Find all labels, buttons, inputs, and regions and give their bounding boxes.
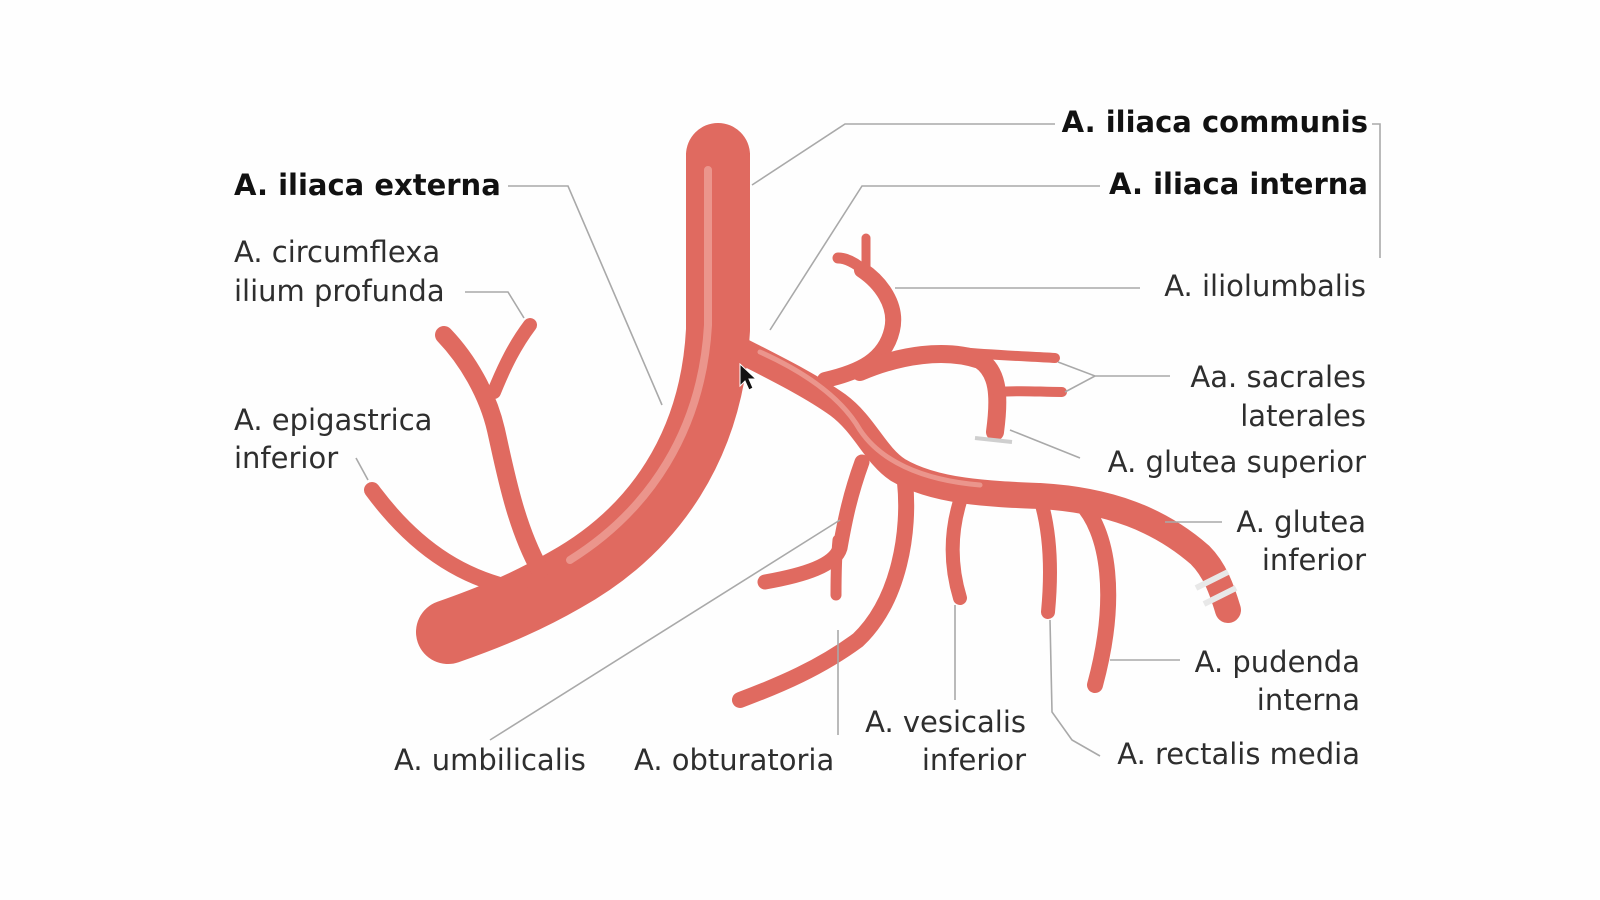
labels: A. iliaca communis A. iliaca interna A. … — [234, 105, 1368, 777]
label-glutea-superior: A. glutea superior — [1108, 445, 1366, 479]
mouse-cursor-icon — [739, 362, 758, 391]
leader-communis-bracket — [1372, 123, 1381, 258]
leader-glutea-superior — [1009, 429, 1081, 459]
label-sacrales-line2: laterales — [1240, 399, 1366, 433]
artery-circumflexa-ilium-profunda — [487, 318, 537, 399]
label-rectalis-media: A. rectalis media — [1117, 737, 1360, 771]
leader-lines — [355, 123, 1381, 757]
label-umbilicalis: A. umbilicalis — [394, 743, 586, 777]
artery-epigastrica-inferior — [435, 326, 549, 579]
artery-pudenda-interna — [1070, 492, 1117, 693]
artery-epigastrica-lower-branch — [364, 482, 528, 598]
artery-highlight-externa — [566, 166, 712, 564]
cut-mark-glutea-superior — [974, 436, 1013, 444]
artery-posterior-trunk — [851, 345, 1007, 441]
cut-mark-glutea-inferior-2 — [1202, 585, 1238, 607]
label-obturatoria: A. obturatoria — [634, 743, 834, 777]
label-sacrales-line1: Aa. sacrales — [1190, 360, 1366, 394]
artery-obturatoria — [732, 474, 915, 708]
artery-highlight-interna — [757, 349, 983, 488]
leader-externa — [508, 185, 663, 406]
leader-rectalis — [1049, 619, 1101, 757]
artery-rectalis-media — [1033, 491, 1057, 619]
label-vesicalis-line1: A. vesicalis — [865, 705, 1026, 739]
leader-sacrales-b — [1064, 375, 1096, 393]
label-iliaca-interna: A. iliaca interna — [1109, 167, 1368, 201]
label-glutea-inferior-line1: A. glutea — [1236, 505, 1366, 539]
label-pudenda-line1: A. pudenda — [1195, 645, 1360, 679]
leader-interna — [769, 185, 1100, 331]
label-glutea-inferior-line2: inferior — [1262, 543, 1366, 577]
label-epigastrica-line2: inferior — [234, 441, 338, 475]
leader-sacrales-a — [1057, 361, 1170, 377]
artery-iliaca-communis — [686, 153, 750, 183]
leader-epigastrica — [355, 457, 369, 481]
artery-sacralis-lateralis-2 — [993, 386, 1067, 397]
artery-umbilicalis — [757, 454, 870, 590]
label-epigastrica-line1: A. epigastrica — [234, 403, 432, 437]
leader-circumflexa — [465, 291, 525, 319]
artery-umbilicalis-stem — [830, 534, 844, 601]
label-iliaca-communis: A. iliaca communis — [1062, 105, 1368, 139]
label-circumflexa-line2: ilium profunda — [234, 274, 445, 308]
artery-iliaca-interna — [727, 337, 1241, 623]
artery-vesicalis-inferior — [945, 488, 969, 605]
label-pudenda-line2: interna — [1257, 683, 1360, 717]
label-iliolumbalis: A. iliolumbalis — [1164, 269, 1366, 303]
label-circumflexa-line1: A. circumflexa — [234, 235, 440, 269]
artery-iliaca-externa — [416, 123, 750, 664]
leader-umbilicalis — [489, 519, 841, 741]
artery-sacralis-lateralis-1 — [955, 347, 1060, 363]
artery-tree — [364, 123, 1241, 708]
label-iliaca-externa: A. iliaca externa — [234, 168, 501, 202]
label-vesicalis-line2: inferior — [922, 743, 1026, 777]
leader-communis — [751, 123, 1055, 186]
cut-mark-glutea-inferior-1 — [1194, 569, 1230, 591]
